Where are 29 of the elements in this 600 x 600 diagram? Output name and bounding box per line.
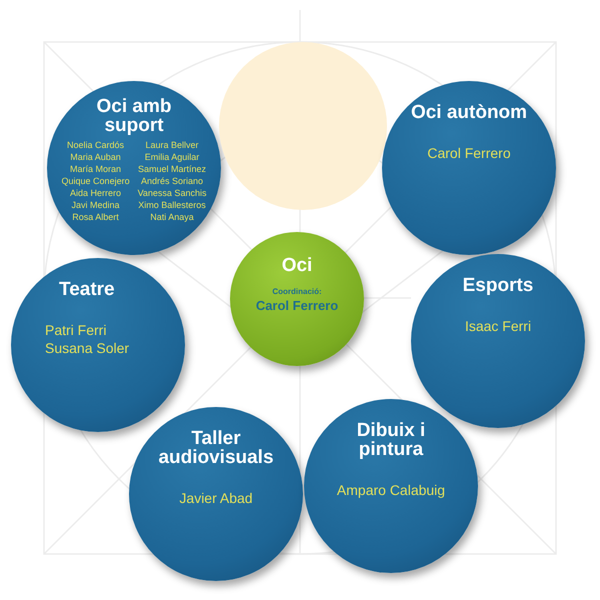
person-name: Laura Bellver bbox=[144, 139, 200, 151]
circle-title: Oci bbox=[282, 254, 312, 278]
person-name: Quique Conejero bbox=[62, 175, 130, 187]
person-name: Rosa Albert bbox=[71, 211, 120, 223]
person-name: Samuel Martínez bbox=[138, 163, 206, 175]
person-name: Carol Ferrero bbox=[256, 298, 338, 314]
circle-title: Teatre bbox=[58, 280, 116, 299]
person-name: Javier Abad bbox=[179, 489, 253, 507]
circle-title: Dibuix i pintura bbox=[356, 421, 426, 459]
circle-title: Taller audiovisuals bbox=[157, 429, 275, 467]
person-name: Andrés Soriano bbox=[140, 175, 204, 187]
circle-title: Oci autònom bbox=[410, 103, 528, 122]
person-name: Nati Anaya bbox=[149, 211, 195, 223]
person-name: Isaac Ferri bbox=[464, 317, 532, 335]
person-name: María Moran bbox=[69, 163, 122, 175]
person-name: Noelia Cardós bbox=[66, 139, 126, 151]
person-name: Maria Auban bbox=[69, 151, 122, 163]
person-name: Carol Ferrero bbox=[427, 144, 511, 162]
circle-title: Oci amb suport bbox=[96, 97, 172, 135]
person-name: Emilia Aguilar bbox=[144, 151, 200, 163]
person-name: Susana Soler bbox=[45, 339, 130, 357]
person-name: Amparo Calabuig bbox=[336, 481, 446, 499]
person-name: Javi Medina bbox=[70, 199, 121, 211]
person-name: Ximo Ballesteros bbox=[138, 199, 206, 211]
person-name: Aida Herrero bbox=[69, 187, 122, 199]
person-name: Patri Ferri bbox=[45, 321, 106, 339]
person-name: Vanessa Sanchis bbox=[138, 187, 206, 199]
circle-title: Esports bbox=[462, 276, 534, 295]
role-label: Coordinació: bbox=[272, 286, 322, 298]
